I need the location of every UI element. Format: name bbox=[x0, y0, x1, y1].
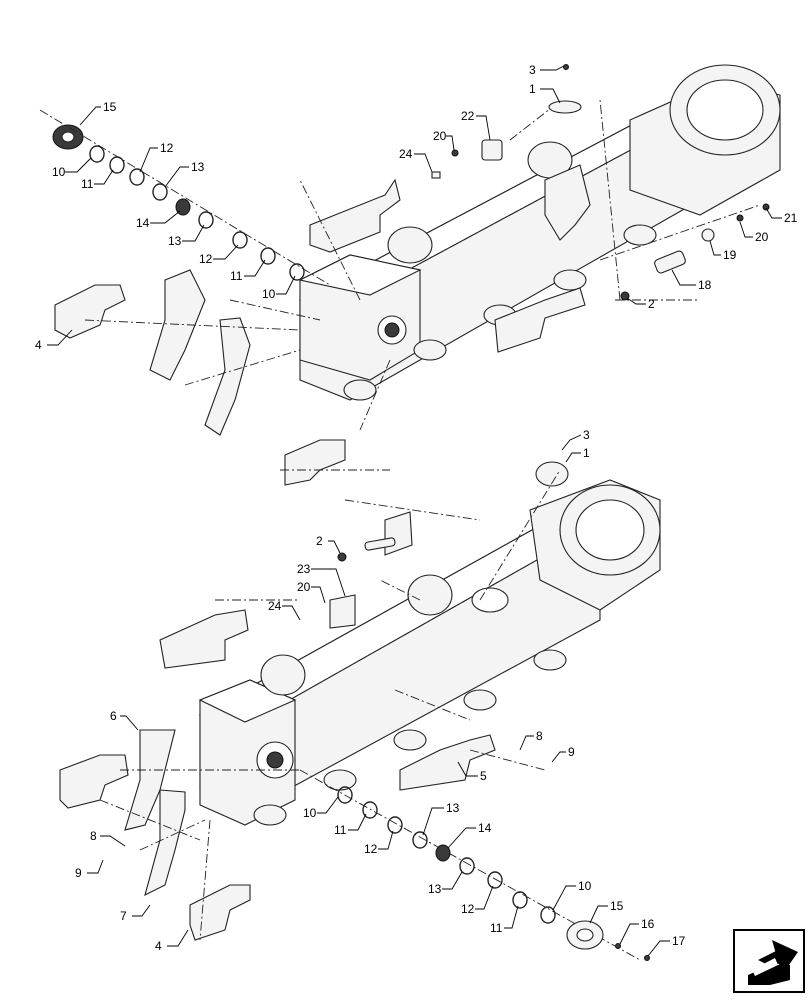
callout-lower-16: 16 bbox=[641, 917, 655, 931]
callout-upper-10: 10 bbox=[52, 165, 66, 179]
callout-lower-13b: 13 bbox=[428, 882, 442, 896]
callout-lower-7: 7 bbox=[120, 909, 127, 923]
callout-lower-10: 10 bbox=[303, 806, 317, 820]
callout-lower-8b: 8 bbox=[90, 829, 97, 843]
upper-leaders bbox=[47, 65, 782, 346]
callout-lower-1: 1 bbox=[583, 446, 590, 460]
lower-washer-stack bbox=[299, 769, 650, 961]
callout-lower-9b: 9 bbox=[75, 866, 82, 880]
callout-upper-20b: 20 bbox=[755, 230, 769, 244]
upper-centerlines bbox=[84, 99, 761, 471]
callout-upper-15: 15 bbox=[103, 100, 117, 114]
callout-upper-11b: 11 bbox=[230, 269, 243, 283]
callout-lower-2: 2 bbox=[316, 534, 323, 548]
callout-upper-19: 19 bbox=[723, 248, 737, 262]
callout-upper-4: 4 bbox=[35, 338, 42, 352]
callout-upper-14: 14 bbox=[136, 216, 150, 230]
upper-track-frame bbox=[298, 64, 781, 401]
lower-leaders bbox=[87, 434, 670, 957]
upper-washer-stack bbox=[39, 109, 331, 286]
callout-upper-10b: 10 bbox=[262, 287, 276, 301]
callout-upper-1: 1 bbox=[529, 82, 536, 96]
lower-track-frame bbox=[198, 479, 661, 826]
upper-callouts: 15 10 11 12 13 14 13 12 11 10 4 3 1 22 2… bbox=[35, 63, 798, 352]
callout-upper-2: 2 bbox=[648, 297, 655, 311]
callout-lower-6: 6 bbox=[110, 709, 117, 723]
callout-lower-17: 17 bbox=[672, 934, 686, 948]
lower-plates bbox=[59, 461, 569, 941]
callout-lower-3: 3 bbox=[583, 428, 590, 442]
callout-upper-20: 20 bbox=[433, 129, 447, 143]
callout-lower-11: 11 bbox=[334, 823, 347, 837]
callout-lower-10b: 10 bbox=[578, 879, 592, 893]
callout-upper-13: 13 bbox=[191, 160, 205, 174]
callout-upper-3: 3 bbox=[529, 63, 536, 77]
callout-lower-4: 4 bbox=[155, 939, 162, 953]
callout-lower-5: 5 bbox=[480, 769, 487, 783]
callout-lower-12: 12 bbox=[364, 842, 378, 856]
callout-upper-21: 21 bbox=[784, 211, 798, 225]
callout-lower-11b: 11 bbox=[490, 921, 503, 935]
callout-lower-15: 15 bbox=[610, 899, 624, 913]
callout-lower-24: 24 bbox=[268, 599, 282, 613]
lower-centerlines bbox=[99, 469, 561, 941]
callout-lower-13: 13 bbox=[446, 801, 460, 815]
callout-upper-24: 24 bbox=[399, 147, 413, 161]
callout-upper-12: 12 bbox=[160, 141, 174, 155]
callout-lower-12b: 12 bbox=[461, 902, 475, 916]
callout-upper-18: 18 bbox=[698, 278, 712, 292]
callout-lower-9: 9 bbox=[568, 745, 575, 759]
callout-upper-12b: 12 bbox=[199, 252, 213, 266]
callout-lower-14: 14 bbox=[478, 821, 492, 835]
callout-upper-11: 11 bbox=[81, 177, 94, 191]
callout-upper-13b: 13 bbox=[168, 234, 182, 248]
upper-misc-parts bbox=[431, 64, 770, 301]
callout-lower-20: 20 bbox=[297, 580, 311, 594]
upper-plates bbox=[54, 164, 591, 486]
lower-callouts: 3 1 2 23 20 24 6 8 9 5 10 11 12 13 14 13… bbox=[75, 428, 686, 953]
callout-upper-22: 22 bbox=[461, 109, 475, 123]
callout-lower-8: 8 bbox=[536, 729, 543, 743]
callout-lower-23: 23 bbox=[297, 562, 311, 576]
next-page-arrow-icon bbox=[748, 940, 798, 985]
next-page-nav-button[interactable] bbox=[733, 929, 805, 993]
